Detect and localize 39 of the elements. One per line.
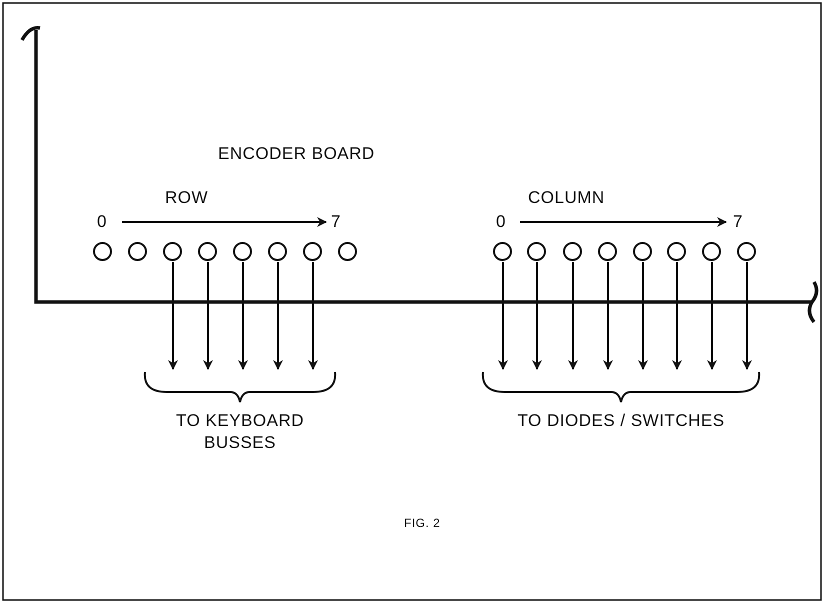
arrow	[308, 262, 318, 370]
pin-circle	[702, 242, 721, 261]
pin-circle	[303, 242, 322, 261]
pin-circle	[633, 242, 652, 261]
pin-circle	[93, 242, 112, 261]
pin-circle	[667, 242, 686, 261]
pin-circle	[268, 242, 287, 261]
arrow	[498, 262, 508, 370]
destination-label: TO KEYBOARD BUSSES	[175, 410, 305, 454]
axis-label: COLUMN	[528, 188, 605, 208]
pin-circle	[163, 242, 182, 261]
pin-circle	[128, 242, 147, 261]
pin-circle	[737, 242, 756, 261]
arrow	[168, 262, 178, 370]
arrow	[672, 262, 682, 370]
arrow	[238, 262, 248, 370]
pin-circle	[233, 242, 252, 261]
pin-circle	[563, 242, 582, 261]
pin-circle	[338, 242, 357, 261]
pin-number: 0	[496, 212, 506, 232]
arrow	[742, 262, 752, 370]
board-title: ENCODER BOARD	[218, 144, 375, 164]
pin-circle	[527, 242, 546, 261]
pin-circle	[493, 242, 512, 261]
arrow	[638, 262, 648, 370]
arrow	[603, 262, 613, 370]
pin-number: 0	[97, 212, 107, 232]
arrow	[568, 262, 578, 370]
axis-label: ROW	[165, 188, 208, 208]
pin-number: 7	[733, 212, 743, 232]
pin-number: 7	[331, 212, 341, 232]
arrow	[203, 262, 213, 370]
pin-circle	[598, 242, 617, 261]
pin-circle	[198, 242, 217, 261]
arrow	[273, 262, 283, 370]
arrow	[707, 262, 717, 370]
destination-label: TO DIODES / SWITCHES	[516, 410, 726, 432]
arrow	[532, 262, 542, 370]
figure-caption: FIG. 2	[404, 516, 440, 530]
